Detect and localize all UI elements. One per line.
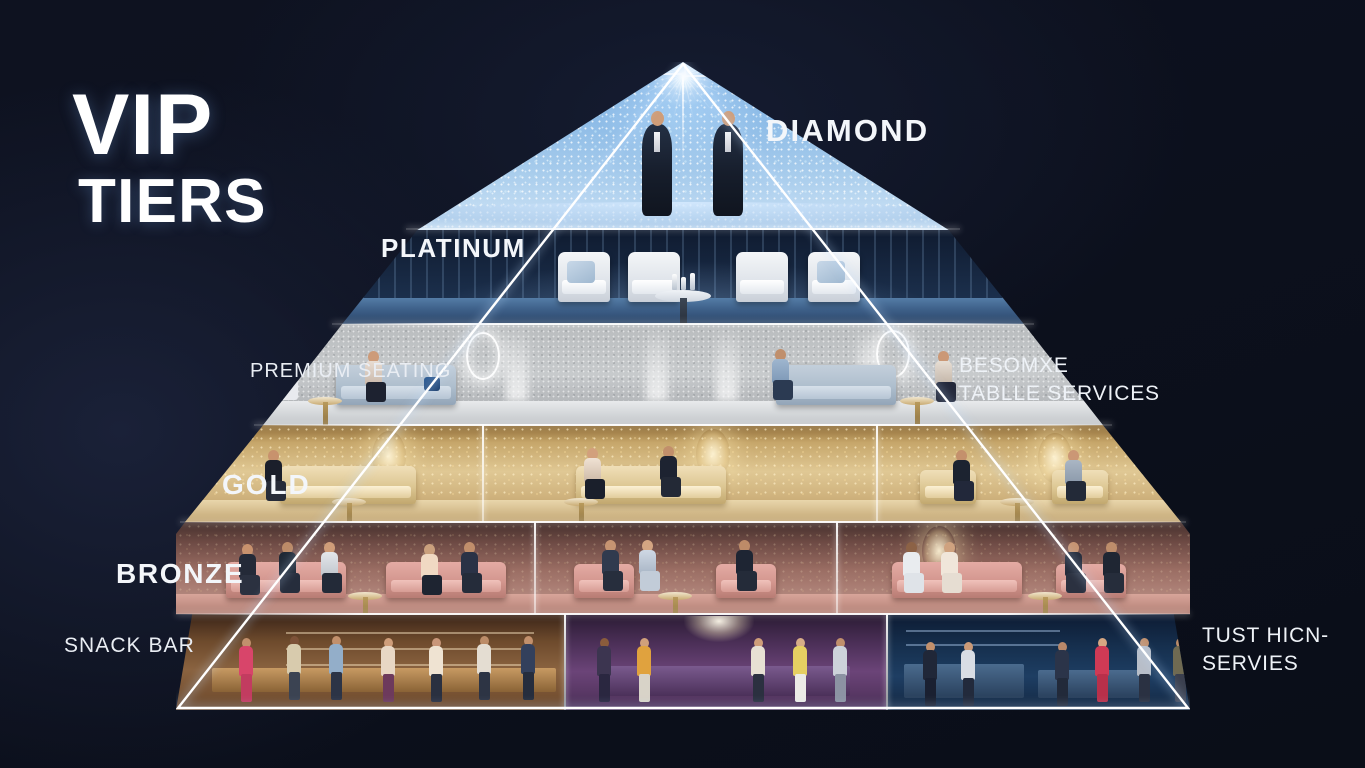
chandelier-icon [684, 616, 754, 642]
tier-separator [254, 424, 1112, 426]
wall-light-strip [506, 324, 528, 401]
standing-guest [596, 638, 612, 704]
seated-guest [938, 542, 962, 596]
standing-guest [428, 638, 444, 704]
seated-guest [580, 448, 605, 504]
tier-label-gold: GOLD [222, 469, 311, 500]
snack-bar-panel-blue [888, 614, 1190, 710]
starburst-ray [684, 75, 776, 77]
starburst-ray [682, 75, 684, 167]
tier-label-platinum: PLATINUM [381, 233, 526, 263]
title-line-vip: VIP [72, 77, 214, 173]
white-armchair [808, 252, 860, 302]
ring-lamp-icon [466, 332, 500, 380]
bottle-icon [672, 274, 677, 290]
standing-guest [1172, 638, 1188, 704]
title-line-tiers: TIERS [78, 167, 267, 237]
tier-band-bronze[interactable] [176, 522, 1190, 614]
seated-guest [768, 349, 793, 407]
tier-separator [176, 613, 1190, 615]
bar-shelf [906, 630, 1060, 632]
standing-guest [380, 638, 396, 704]
starburst-icon [592, 62, 776, 167]
panel-divider [482, 425, 484, 522]
tier-label-bronze: BRONZE [116, 558, 245, 589]
page-title: VIP TIERS [72, 77, 267, 237]
bronze-sofa [386, 562, 506, 598]
tier-separator [180, 521, 1186, 523]
wall-light-strip [646, 324, 668, 401]
tier-label-diamond: DIAMOND [766, 113, 930, 148]
tier-label-besomxe-table-services: BESOMXE TABLLE SERVICES [959, 354, 1160, 406]
tier-label-premium-seating: PREMIUM SEATING [250, 360, 452, 382]
seated-guest [458, 542, 482, 596]
seated-guest [598, 540, 623, 596]
side-table [1000, 498, 1034, 522]
seated-guest [656, 446, 681, 504]
seated-guest [1062, 450, 1086, 504]
tier-separator [332, 323, 1034, 325]
snack-bar-panel-warm [176, 614, 564, 710]
lounge-sofa [776, 365, 896, 405]
seated-guest [1062, 542, 1086, 596]
seated-guest [276, 542, 300, 596]
side-table [1028, 592, 1062, 614]
seated-guest [932, 351, 956, 407]
tier-band-gold[interactable] [185, 425, 1181, 522]
standing-guest [636, 638, 652, 704]
bar-shelf [286, 632, 534, 634]
standing-guest [520, 636, 536, 704]
cocktail-table [655, 290, 711, 324]
tier-band-platinum[interactable] [342, 230, 1024, 324]
bottle-icon [681, 277, 686, 290]
white-armchair [736, 252, 788, 302]
seated-guest [900, 542, 924, 596]
seated-guest [1100, 542, 1124, 596]
panel-divider [534, 522, 536, 614]
side-table [658, 592, 692, 614]
tier-label-tust-hicn-servies: TUST HICN- SERVIES [1202, 624, 1330, 676]
diamond-guest-figure [642, 111, 673, 216]
standing-guest [286, 636, 302, 704]
tier-separator [406, 228, 960, 230]
standing-guest [1054, 642, 1070, 706]
side-table [348, 592, 382, 614]
standing-guest [750, 638, 766, 704]
side-table [900, 397, 934, 425]
standing-guest [1136, 638, 1152, 704]
bar-shelf [286, 664, 534, 666]
starburst-ray [592, 73, 684, 75]
seated-guest [950, 450, 974, 504]
standing-guest [1094, 638, 1110, 704]
side-table [332, 498, 366, 522]
side-table [308, 397, 342, 425]
seated-guest [418, 544, 442, 596]
diamond-stage-floor [417, 202, 949, 228]
panel-divider [876, 425, 878, 522]
seated-guest [636, 540, 660, 596]
white-armchair [558, 252, 610, 302]
seated-guest [732, 540, 757, 596]
panel-divider [886, 614, 888, 710]
standing-guest [960, 642, 976, 706]
standing-guest [328, 636, 344, 704]
wall-light-strip [716, 324, 738, 401]
seated-guest [318, 542, 342, 596]
standing-guest [922, 642, 938, 706]
bottle-icon [690, 273, 695, 290]
snack-bar-panel-purple [566, 614, 886, 710]
standing-guest [238, 638, 254, 704]
standing-guest [792, 638, 808, 704]
standing-guest [832, 638, 848, 704]
tier-label-snack-bar: SNACK BAR [64, 634, 195, 657]
tier-band-diamond[interactable] [417, 62, 949, 230]
panel-divider [564, 614, 566, 710]
standing-guest [476, 636, 492, 704]
tier-band-base-snack-bar[interactable] [176, 614, 1190, 710]
panel-divider [836, 522, 838, 614]
diamond-guest-figure [713, 111, 744, 216]
bar-shelf [286, 648, 534, 650]
